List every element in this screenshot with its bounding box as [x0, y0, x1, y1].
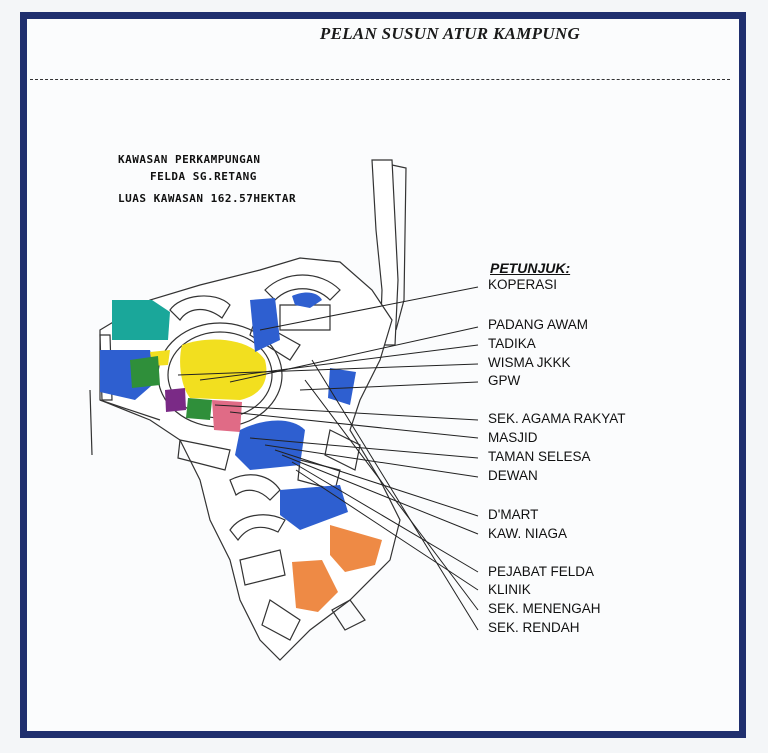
legend-item-koperasi: KOPERASI	[488, 277, 558, 292]
legend-item-sek-rendah: SEK. RENDAH	[488, 620, 580, 635]
zone-green	[130, 356, 160, 388]
area-size: LUAS KAWASAN 162.57HEKTAR	[118, 192, 297, 205]
legend-item-masjid: MASJID	[488, 430, 538, 445]
legend-item-sek-agama-rakyat: SEK. AGAMA RAKYAT	[488, 411, 626, 426]
zone-purple	[165, 388, 186, 412]
legend-item-pejabat-felda: PEJABAT FELDA	[488, 564, 595, 579]
legend-item-wisma-jkkk: WISMA JKKK	[488, 355, 571, 370]
legend-item-klinik: KLINIK	[488, 582, 531, 597]
zone-blue-south	[280, 485, 348, 530]
main-road	[371, 159, 399, 346]
legend-leader-lines	[177, 286, 479, 631]
area-name-line2: FELDA SG.RETANG	[150, 170, 257, 183]
legend-item-sek-menengah: SEK. MENENGAH	[488, 601, 601, 616]
legend-item-padang-awam: PADANG AWAM	[488, 317, 589, 332]
area-name-line1: KAWASAN PERKAMPUNGAN	[118, 153, 261, 166]
zone-pink	[212, 400, 242, 432]
legend-item-tadika: TADIKA	[488, 336, 536, 351]
zone-teal	[112, 300, 170, 340]
zone-blue-north	[250, 298, 280, 352]
legend-title: PETUNJUK:	[490, 260, 571, 276]
zone-yellow	[180, 339, 267, 400]
zone-orange-1	[330, 525, 382, 572]
legend-item-taman-selesa: TAMAN SELESA	[488, 449, 591, 464]
legend-item-gpw: GPW	[488, 373, 521, 388]
zone-blue-east	[328, 368, 356, 405]
title-separator	[30, 79, 730, 80]
legend-item-dmart: D'MART	[488, 507, 539, 522]
legend-item-dewan: DEWAN	[488, 468, 538, 483]
zone-blue-pond	[292, 292, 322, 308]
zone-orange-2	[292, 560, 338, 612]
zone-green-2	[186, 398, 212, 420]
legend-item-kaw-niaga: KAW. NIAGA	[488, 526, 568, 541]
page-title: PELAN SUSUN ATUR KAMPUNG	[319, 24, 581, 43]
